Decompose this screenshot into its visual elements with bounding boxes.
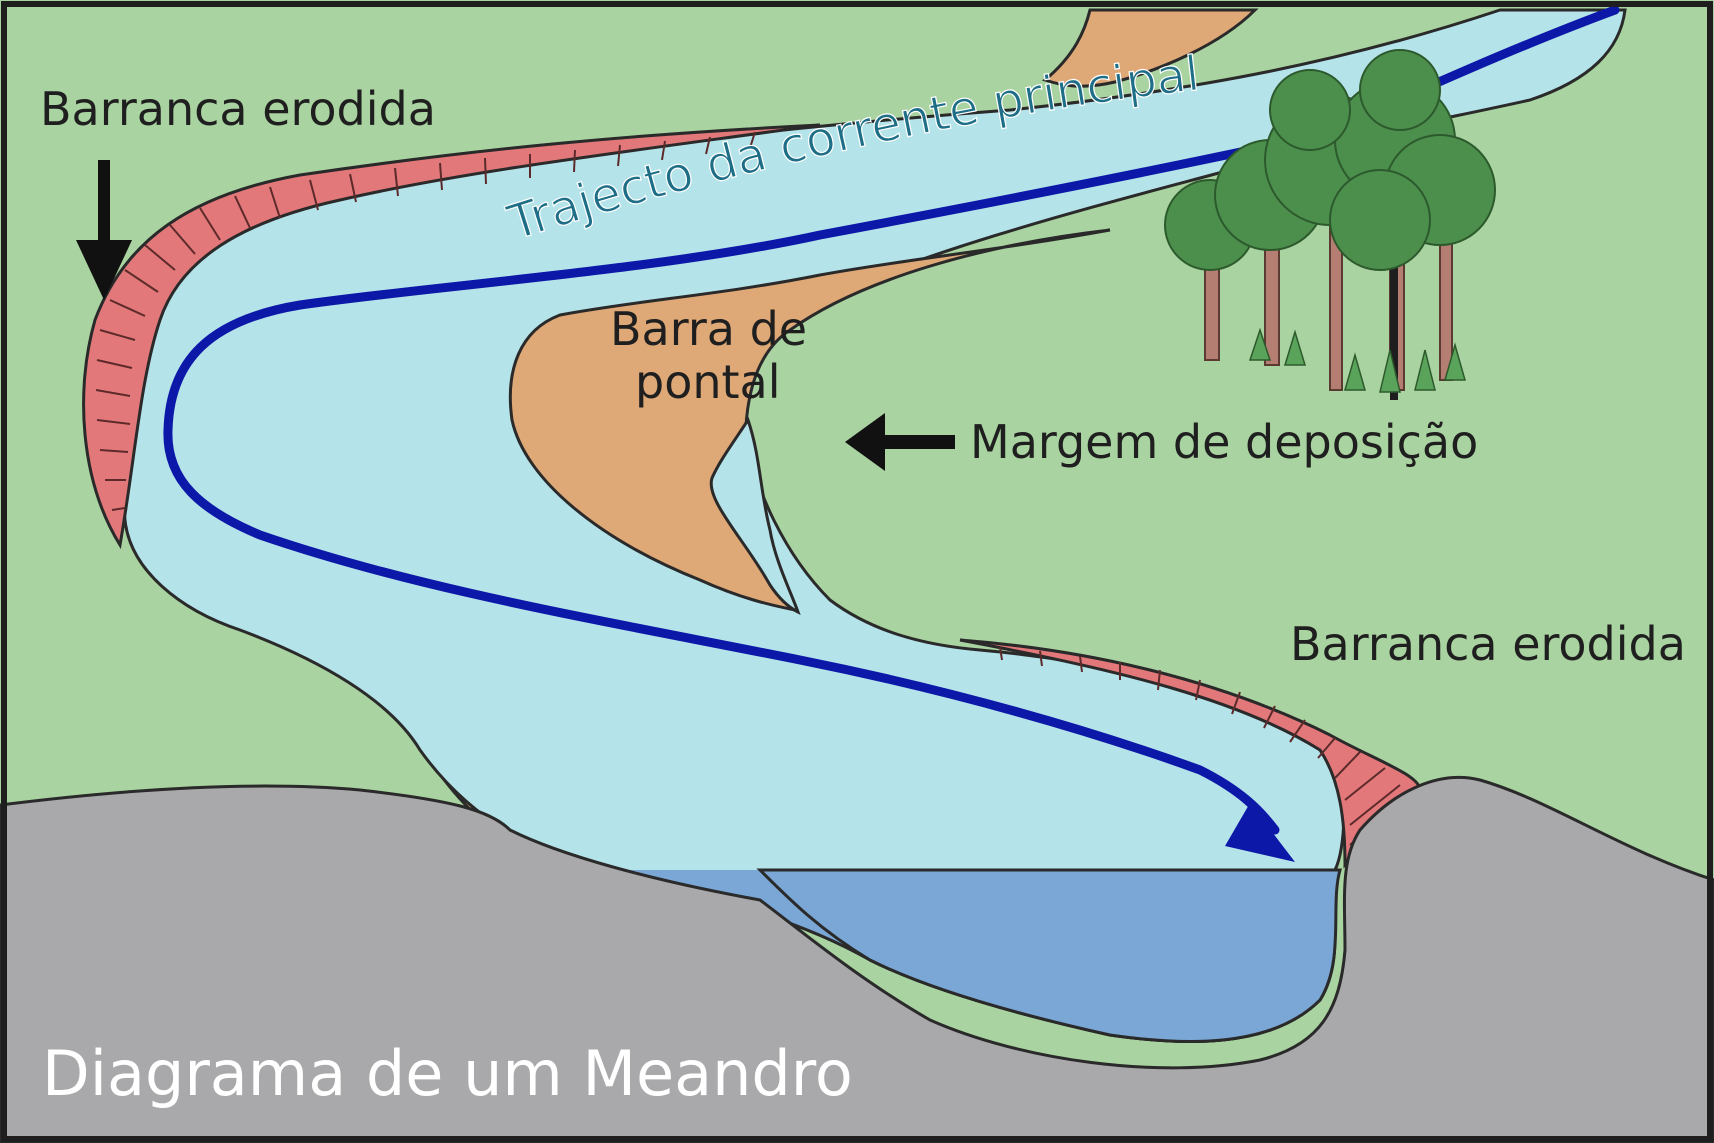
left-arrow-icon bbox=[845, 413, 955, 471]
label-point-bar-line2: pontal bbox=[635, 355, 781, 409]
main-current-arrowhead bbox=[1225, 803, 1295, 862]
point-bar bbox=[508, 228, 1111, 613]
label-eroded-bank-right: Barranca erodida bbox=[1290, 617, 1686, 671]
down-arrow-icon bbox=[76, 160, 132, 300]
main-current-path bbox=[163, 5, 1620, 835]
point-bar-channel bbox=[709, 416, 801, 616]
label-deposition-bank: Margem de deposição bbox=[970, 415, 1478, 469]
eroded-bank-left bbox=[82, 123, 821, 550]
label-point-bar-line1: Barra de bbox=[610, 302, 807, 356]
tree-cluster-icon bbox=[1164, 49, 1496, 400]
label-eroded-bank-left: Barranca erodida bbox=[40, 82, 436, 136]
eroded-bank-left-hatching bbox=[95, 131, 756, 511]
diagram-title: Diagrama de um Meandro bbox=[42, 1037, 853, 1110]
upper-sediment-patch bbox=[1041, 8, 1259, 88]
river-mouth-water bbox=[756, 868, 1342, 1044]
rock-ground bbox=[0, 775, 1714, 1143]
